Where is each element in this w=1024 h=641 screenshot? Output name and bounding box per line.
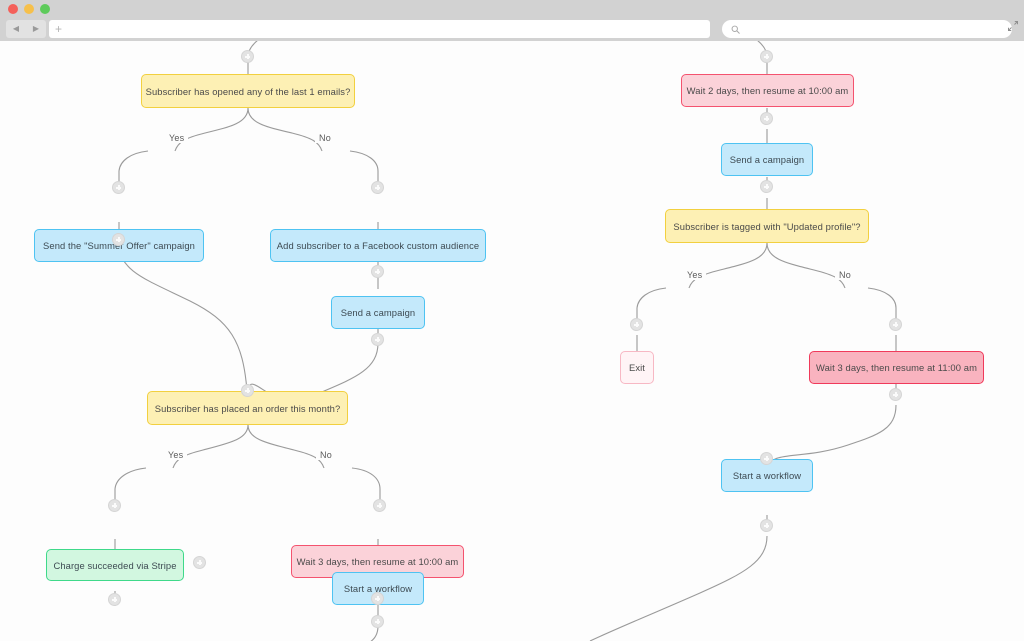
add-step-button-l4-out[interactable]	[371, 333, 384, 346]
action-node-send-campaign-left[interactable]: Send a campaign	[331, 296, 425, 329]
traffic-light-controls	[8, 4, 50, 14]
branch-label-opened-emails-yes: Yes	[165, 133, 189, 143]
add-step-button-r5-out[interactable]	[889, 388, 902, 401]
add-step-button-r2-out[interactable]	[760, 180, 773, 193]
branch-label-placed-order-no: No	[316, 450, 336, 460]
new-tab-icon[interactable]: +	[55, 22, 63, 36]
wait-node-3-days-11am-selected[interactable]: Wait 3 days, then resume at 11:00 am	[809, 351, 984, 384]
navigation-buttons: ◀ ▶	[6, 20, 46, 38]
action-node-send-campaign-right[interactable]: Send a campaign	[721, 143, 813, 176]
add-step-button-r3-no[interactable]	[889, 318, 902, 331]
branch-label-opened-emails-no: No	[315, 133, 335, 143]
workflow-canvas[interactable]: Subscriber has opened any of the last 1 …	[0, 41, 1024, 641]
wait-node-2-days-10am[interactable]: Wait 2 days, then resume at 10:00 am	[681, 74, 854, 107]
add-step-button-l-no[interactable]	[371, 181, 384, 194]
branch-label-tagged-no: No	[835, 270, 855, 280]
add-step-button-l5-yes[interactable]	[108, 499, 121, 512]
maximize-window-button[interactable]	[40, 4, 50, 14]
add-step-button-l2-out[interactable]	[112, 233, 125, 246]
add-step-button-l-top[interactable]	[241, 50, 254, 63]
exit-node-right[interactable]: Exit	[620, 351, 654, 384]
forward-icon[interactable]: ▶	[32, 24, 40, 33]
add-step-button-l-yes[interactable]	[112, 181, 125, 194]
add-step-button-r1-out[interactable]	[760, 112, 773, 125]
add-step-button-r6-in[interactable]	[760, 452, 773, 465]
add-step-button-r-top[interactable]	[760, 50, 773, 63]
expand-icon[interactable]	[1007, 19, 1019, 37]
condition-node-charge-succeeded-stripe[interactable]: Charge succeeded via Stripe	[46, 549, 184, 581]
decision-node-opened-emails[interactable]: Subscriber has opened any of the last 1 …	[141, 74, 355, 108]
decision-node-tagged-updated-profile[interactable]: Subscriber is tagged with "Updated profi…	[665, 209, 869, 243]
branch-label-tagged-yes: Yes	[683, 270, 707, 280]
action-node-facebook-custom-audience[interactable]: Add subscriber to a Facebook custom audi…	[270, 229, 486, 262]
add-step-button-l7-out[interactable]	[371, 592, 384, 605]
add-step-button-l6-out[interactable]	[108, 593, 121, 606]
url-bar[interactable]: +	[49, 20, 710, 38]
add-step-button-l6-side[interactable]	[193, 556, 206, 569]
close-window-button[interactable]	[8, 4, 18, 14]
add-step-button-l5-no[interactable]	[373, 499, 386, 512]
browser-toolbar: ◀ ▶ +	[0, 17, 1024, 41]
search-icon	[731, 25, 740, 34]
add-step-button-l9-out[interactable]	[371, 615, 384, 628]
add-step-button-r6-out[interactable]	[760, 519, 773, 532]
back-icon[interactable]: ◀	[12, 24, 20, 33]
search-bar[interactable]	[722, 20, 1012, 38]
add-step-button-l5-in[interactable]	[241, 384, 254, 397]
add-step-button-l3-out[interactable]	[371, 265, 384, 278]
minimize-window-button[interactable]	[24, 4, 34, 14]
add-step-button-r3-yes[interactable]	[630, 318, 643, 331]
branch-label-placed-order-yes: Yes	[164, 450, 188, 460]
window-titlebar	[0, 0, 1024, 17]
